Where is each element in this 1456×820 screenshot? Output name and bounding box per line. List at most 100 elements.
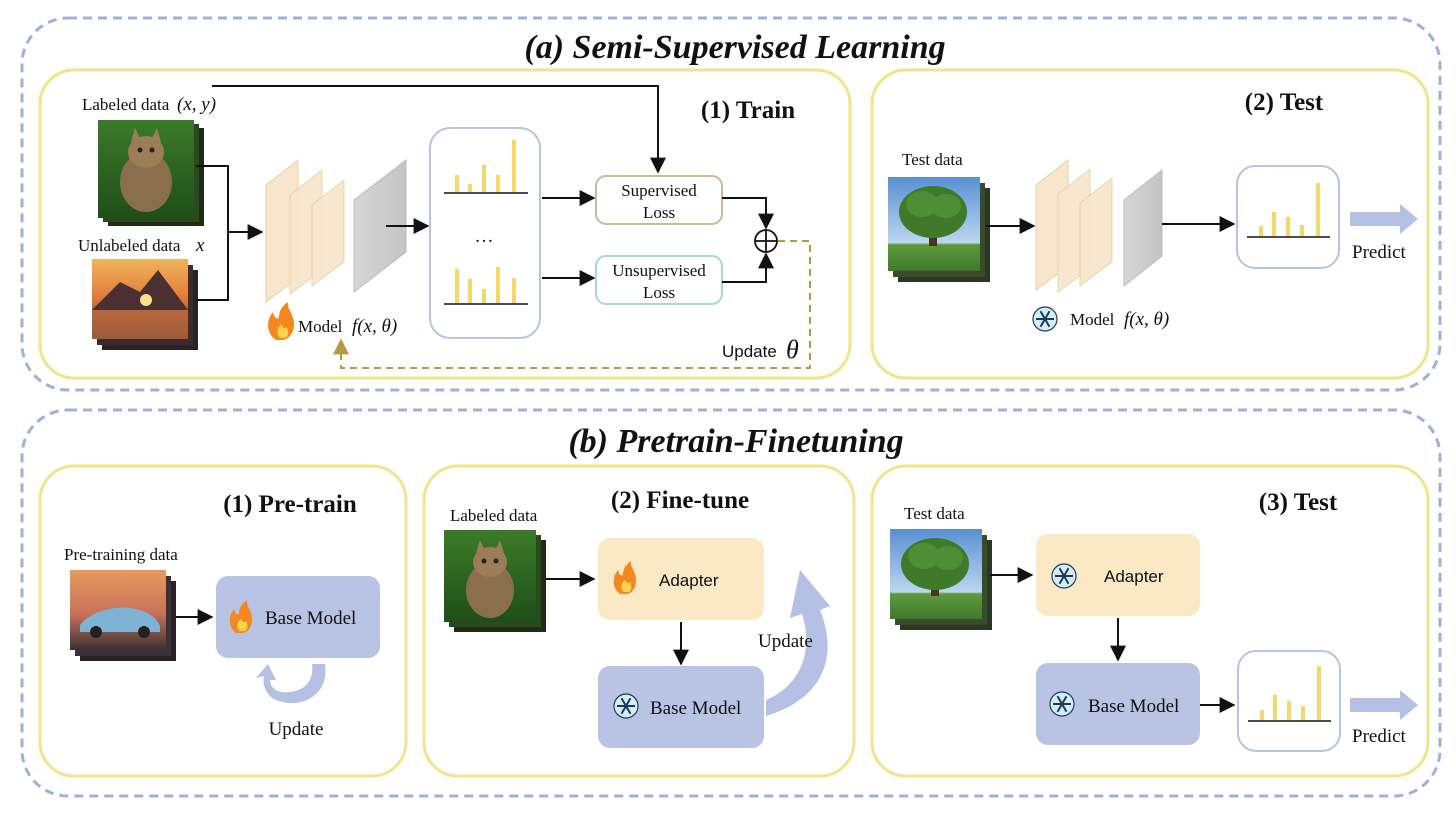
pf-bar-5 [1317,666,1321,720]
test-bar-3 [1286,217,1290,236]
unsupervised-bars [444,267,528,305]
supervised-bars [444,140,528,194]
finetune-base-model-label: Base Model [650,698,741,719]
unlabeled-data-math: x [195,235,205,256]
labeled-image-stack [98,120,204,226]
supervised-loss-line2: Loss [643,203,675,222]
finetune-base-model-box [598,666,764,748]
pretrain-data-label: Pre-training data [64,545,178,564]
test-bar-4 [1300,225,1304,236]
finetune-adapter-box [598,538,764,620]
label-to-supervised-connector [212,85,666,174]
pf-test-adapter-label: Adapter [1104,567,1164,586]
unlabeled-image-stack [92,259,198,350]
sup-bar-5 [512,140,516,192]
sup-bar-3 [482,165,486,192]
sum-node-icon [754,229,778,253]
pf-test-image-stack [890,529,992,630]
finetune-update-label: Update [758,631,813,652]
snowflake-icon [1032,306,1058,332]
sup-bar-2 [468,184,472,192]
unsup-bar-1 [455,269,459,303]
pretrain-base-model-label: Base Model [265,608,356,629]
finetune-adapter-label: Adapter [659,571,719,590]
panel-ssl-test: (2) Test Test data [870,68,1430,380]
predict-arrow-icon [1350,204,1418,234]
panel-pf-test: (3) Test Test data Adapter [870,464,1430,778]
model-layers [265,158,407,303]
ssl-train-title: (1) Train [701,97,795,124]
pf-bar-2 [1273,695,1277,720]
pf-test-data-label: Test data [904,504,965,523]
pf-test-adapter-box [1036,534,1200,616]
sup-bar-4 [496,175,500,192]
pf-bar-1 [1260,710,1264,720]
pf-predict-label: Predict [1352,726,1407,747]
pf-test-adapter-snowflake-icon [1051,563,1077,589]
pretrain-image-stack [70,570,176,661]
pf-test-output-bars [1248,666,1331,722]
finetune-update-arrow-icon [766,570,830,716]
train-model-label: Model [298,317,343,336]
test-bar-5 [1316,183,1320,236]
ssl-test-image-stack [888,177,990,282]
unsupervised-loss-line1: Unsupervised [612,261,706,280]
panel-pretrain: (1) Pre-train Pre-training data Base Mod… [38,464,408,778]
section-a-border [20,16,1442,392]
supervised-loss-line1: Supervised [621,181,697,200]
test-model-layers [1035,158,1163,293]
test-bar-2 [1272,212,1276,236]
labeled-data-label: Labeled data [82,95,170,114]
unsup-bar-4 [496,267,500,303]
update-feedback-path [333,240,811,369]
pf-test-title: (3) Test [1259,489,1338,516]
unsup-bar-2 [468,279,472,303]
panel-finetune: (2) Fine-tune Labeled data Adapter [422,464,856,778]
panel-ssl-train: (1) Train Labeled data (x, y) Unlabeled … [38,68,852,380]
test-bar-1 [1259,226,1263,236]
pretrain-update-arrow-icon [256,664,326,704]
output-ellipsis: … [475,226,494,247]
section-b-title: (b) Pretrain-Finetuning [568,423,903,460]
pf-test-base-snowflake-icon [1049,691,1075,717]
pf-test-base-model-label: Base Model [1088,696,1179,717]
ssl-test-data-label: Test data [902,150,963,169]
update-theta: θ [786,335,799,364]
finetune-title: (2) Fine-tune [611,487,749,514]
ssl-predict-label: Predict [1352,242,1407,263]
unsup-bar-5 [512,278,516,303]
pf-bar-4 [1301,706,1305,720]
finetune-fire-icon [613,561,636,594]
sup-bar-1 [455,175,459,192]
labeled-data-math: (x, y) [177,94,216,115]
supervised-to-sum-arrow [722,197,774,230]
finetune-data-label: Labeled data [450,506,538,525]
test-model-label: Model [1070,310,1115,329]
unsupervised-loss-box [595,255,723,305]
finetune-image-stack [444,530,546,632]
fire-icon [268,302,294,340]
pretrain-update-label: Update [269,719,324,740]
section-pretrain-finetuning: (b) Pretrain-Finetuning (1) Pre-train Pr… [20,408,1442,798]
unsup-bar-3 [482,289,486,303]
pretrain-title: (1) Pre-train [223,491,357,518]
unsupervised-loss-line2: Loss [643,283,675,302]
update-label: Update [722,342,777,361]
supervised-loss-box [595,175,723,225]
section-b-border [20,408,1442,798]
pretrain-base-model-box [216,576,380,658]
section-semi-supervised: (a) Semi-Supervised Learning (1) Train L… [20,16,1442,392]
finetune-snowflake-icon [613,693,639,719]
ssl-test-title: (2) Test [1245,89,1324,116]
pretrain-fire-icon [229,600,252,633]
car-shape [80,607,160,632]
unlabeled-data-label: Unlabeled data [78,236,181,255]
pf-predict-arrow-icon [1350,690,1418,720]
test-output-bars [1247,183,1330,238]
pf-test-base-model-box [1036,663,1200,745]
section-a-title: (a) Semi-Supervised Learning [524,29,945,66]
cat-body-shape [120,152,172,212]
train-model-math: f(x, θ) [352,316,397,337]
unlabeled-to-model-connector [196,232,229,301]
